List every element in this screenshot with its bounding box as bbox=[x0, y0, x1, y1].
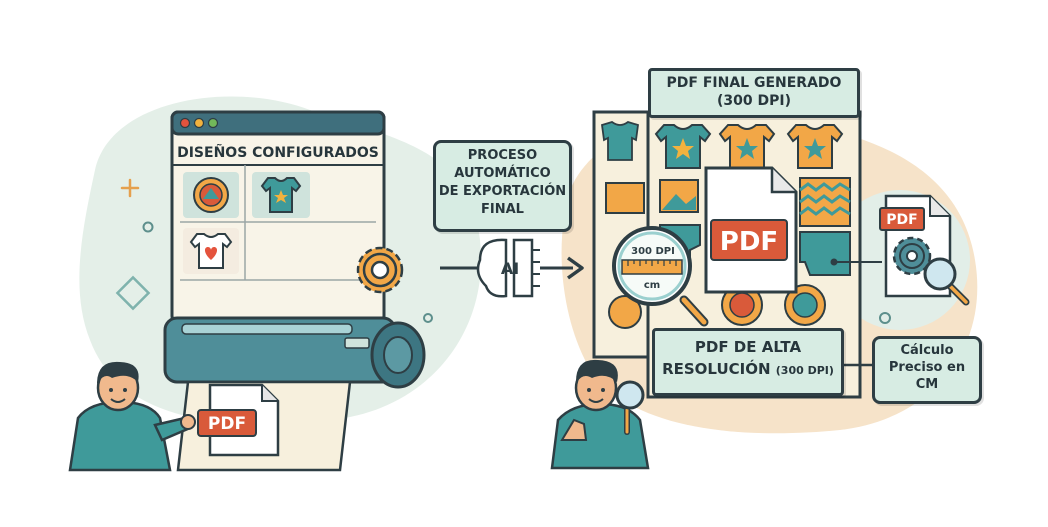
pdf-final-header-line-2: (300 DPI) bbox=[717, 93, 791, 109]
decor-diamond bbox=[115, 275, 151, 311]
handheld-magnifier-icon bbox=[615, 380, 645, 435]
high-res-dpi: (300 DPI) bbox=[775, 364, 834, 377]
small-gear-icon bbox=[892, 236, 932, 276]
decor-circle bbox=[879, 312, 891, 324]
center-pdf-label: PDF bbox=[720, 227, 778, 257]
window-close-dot[interactable] bbox=[179, 117, 191, 129]
design-browser-window bbox=[170, 110, 386, 324]
high-res-line-1: PDF DE ALTA bbox=[694, 338, 802, 356]
printed-pdf-document: PDF bbox=[197, 383, 280, 457]
small-magnifier-icon bbox=[923, 257, 970, 306]
small-pdf-label: PDF bbox=[886, 212, 917, 228]
person-right bbox=[550, 359, 650, 470]
center-pdf-document: PDF bbox=[704, 166, 798, 294]
magnifier-dpi-label: 300 DPI bbox=[631, 246, 675, 257]
printer-control-panel[interactable] bbox=[344, 337, 370, 349]
flow-arrow bbox=[440, 256, 584, 280]
sparkle-plus-icon bbox=[120, 178, 140, 198]
window-maximize-dot[interactable] bbox=[207, 117, 219, 129]
callout-line-3: CM bbox=[915, 377, 939, 392]
person-left bbox=[68, 361, 196, 472]
small-pdf-document: PDF bbox=[879, 194, 970, 306]
designs-panel-title: DISEÑOS CONFIGURADOS bbox=[177, 145, 379, 161]
process-label-box: PROCESO AUTOMÁTICO DE EXPORTACIÓN FINAL bbox=[433, 140, 572, 232]
process-line-2: AUTOMÁTICO bbox=[454, 166, 551, 181]
printed-pdf-label: PDF bbox=[208, 414, 246, 434]
settings-gear-icon[interactable] bbox=[356, 246, 404, 294]
precise-cm-callout: Cálculo Preciso en CM bbox=[872, 336, 982, 404]
process-line-1: PROCESO bbox=[467, 148, 538, 163]
large-format-printer: PDF bbox=[163, 316, 426, 472]
high-res-word: RESOLUCIÓN bbox=[662, 360, 771, 378]
callout-line-2: Preciso en bbox=[888, 360, 966, 375]
process-line-4: FINAL bbox=[481, 202, 524, 217]
window-minimize-dot[interactable] bbox=[193, 117, 205, 129]
high-resolution-label-box: PDF DE ALTA RESOLUCIÓN (300 DPI) bbox=[652, 328, 844, 396]
pdf-final-header-line-1: PDF FINAL GENERADO bbox=[666, 75, 842, 91]
process-line-3: DE EXPORTACIÓN bbox=[438, 184, 567, 199]
decor-circle bbox=[423, 313, 433, 323]
dpi-magnifier: 300 DPI cm bbox=[612, 226, 709, 327]
high-res-line-2: RESOLUCIÓN (300 DPI) bbox=[655, 360, 841, 378]
callout-line-1: Cálculo bbox=[900, 343, 954, 358]
decor-circle bbox=[142, 221, 154, 233]
pdf-final-header: PDF FINAL GENERADO (300 DPI) bbox=[648, 68, 860, 118]
magnifier-cm-label: cm bbox=[644, 280, 660, 291]
ai-brain-chip-icon: AI bbox=[476, 238, 540, 298]
ai-chip-label: AI bbox=[501, 259, 519, 278]
